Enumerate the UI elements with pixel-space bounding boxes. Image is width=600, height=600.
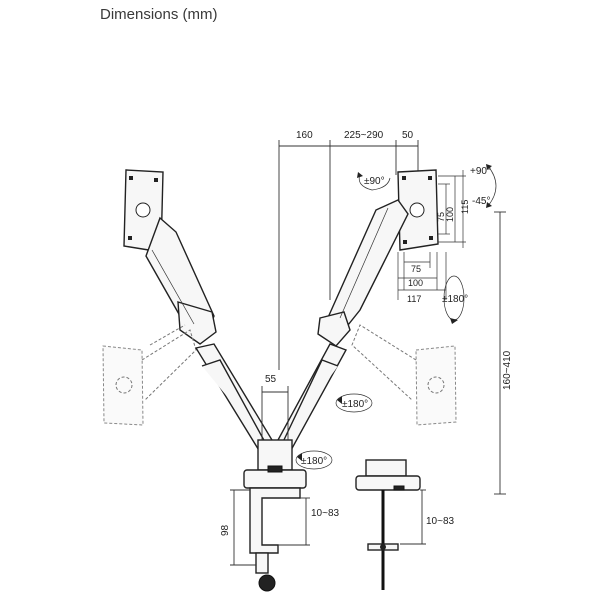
left-ghost-monitor <box>102 324 197 426</box>
label-rotate-180-base: ±180° <box>301 456 327 467</box>
grommet-mount <box>355 459 421 590</box>
label-tilt-up: +90° <box>470 166 491 177</box>
dim-vesa-h-117: 117 <box>407 294 421 304</box>
dim-clamp-desk-range: 10~83 <box>311 508 340 519</box>
rotate-180-mid-arrow-icon <box>335 393 373 413</box>
dim-vesa-h-100: 100 <box>408 278 423 288</box>
right-upper-arm <box>317 199 409 347</box>
dim-vesa-v-75: 75 <box>436 212 446 222</box>
label-rotate-180-right: ±180° <box>442 294 468 305</box>
label-tilt-down: -45° <box>472 196 490 207</box>
rotate-90-arrow-icon <box>358 173 391 191</box>
dim-top-50: 50 <box>402 130 414 141</box>
label-rotate-90: ±90° <box>364 176 385 187</box>
desk-clamp <box>249 487 301 592</box>
lower-arms <box>194 343 348 454</box>
vesa-horizontal-dims <box>397 252 447 300</box>
tilt-arrow-icon <box>487 165 497 207</box>
dim-top-160: 160 <box>296 130 313 141</box>
dim-clamp-98: 98 <box>220 524 231 536</box>
top-dimension-lines <box>278 140 419 370</box>
dim-vesa-v-100: 100 <box>445 207 455 222</box>
label-rotate-180-mid: ±180° <box>342 399 368 410</box>
right-ghost-monitor <box>351 324 457 426</box>
dim-vesa-h-75: 75 <box>411 264 421 274</box>
dim-height-range: 160~410 <box>502 350 513 390</box>
dim-post-55: 55 <box>265 374 277 385</box>
vesa-vertical-dims <box>438 170 466 248</box>
dim-grommet-desk-range: 10~83 <box>426 516 455 527</box>
page-title: Dimensions (mm) <box>100 6 218 23</box>
rotate-180-base-arrow-icon <box>295 450 333 470</box>
left-upper-arm <box>145 216 217 345</box>
dim-top-225-290: 225~290 <box>344 130 384 141</box>
pole-and-base <box>243 439 307 489</box>
dim-vesa-v-115: 115 <box>460 200 470 214</box>
